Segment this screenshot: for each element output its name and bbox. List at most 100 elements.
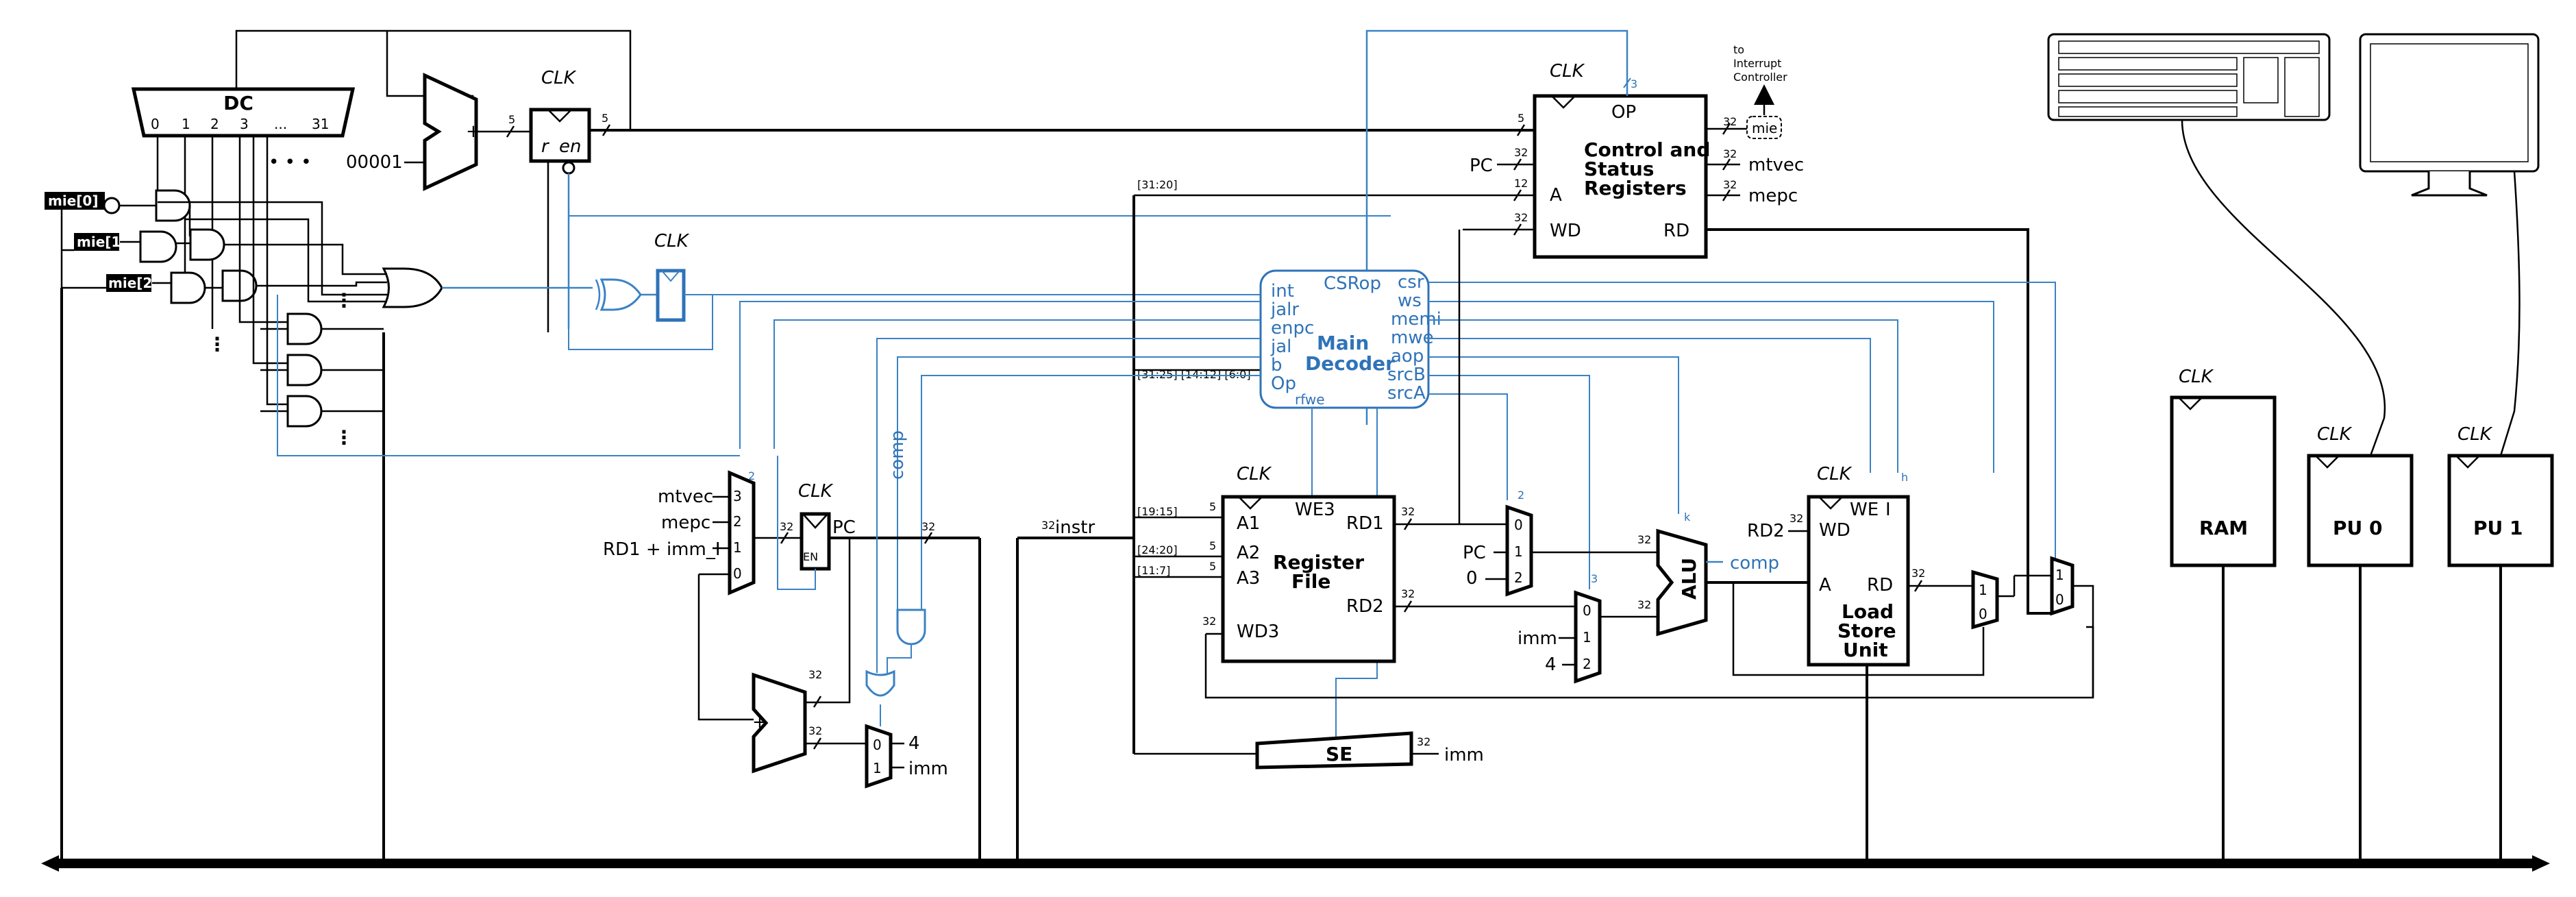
- lsu-w-rd: 32: [1911, 567, 1925, 580]
- pc-reg-clk: CLK: [798, 481, 834, 502]
- lsu-w-rd2: 32: [1789, 512, 1803, 525]
- decoder-control-wires: [277, 282, 2056, 740]
- csr-note-3: Controller: [1733, 71, 1787, 84]
- lsu-wd: WD: [1819, 520, 1850, 541]
- int-xor: CLK: [442, 215, 1391, 350]
- regfile-w-rd1: 32: [1401, 505, 1415, 518]
- csr-out-mie: mie: [1752, 120, 1777, 136]
- mie-label-0: mie[0]: [48, 193, 98, 209]
- csr-clk: CLK: [1550, 61, 1585, 82]
- pc-mux-sel-0: 0: [733, 565, 742, 582]
- lsu-i: I: [1885, 500, 1891, 520]
- md-in-int: int: [1271, 281, 1294, 302]
- regfile-rd1: RD1: [1346, 513, 1384, 534]
- csr-title-3: Registers: [1584, 177, 1687, 199]
- dots-3: ⋮: [334, 426, 354, 449]
- instr-width: 32: [1041, 519, 1055, 532]
- regfile-w2: 5: [1209, 539, 1216, 552]
- pc-mux-sel-2: 2: [733, 513, 742, 530]
- regfile-wd3: WD3: [1237, 622, 1279, 642]
- csr-title-1: Control and: [1584, 138, 1710, 161]
- main-decoder-bottom: rfwe: [1295, 391, 1325, 408]
- regfile-w-rd2: 32: [1401, 587, 1415, 600]
- alu-label: ALU: [1678, 558, 1700, 600]
- regfile-clk: CLK: [1237, 464, 1272, 484]
- pc-mux-in-mtvec: mtvec: [658, 487, 713, 507]
- regfile-w3: 5: [1209, 560, 1216, 573]
- pc-mux-sel-3: 3: [733, 488, 742, 504]
- pu1-label: PU 1: [2473, 517, 2523, 539]
- csr-w-a: 12: [1514, 177, 1528, 190]
- pc-register: CLK EN PC 32 32: [697, 456, 980, 721]
- lsu-ctl: h: [1901, 471, 1908, 484]
- md-in-op: Op: [1271, 373, 1296, 394]
- inc-four: 4: [908, 733, 920, 754]
- srca-sel-1: 1: [1514, 543, 1523, 560]
- load-store-unit: CLK WE I WD A RD Load Store Unit RD2 32 …: [1747, 464, 1973, 667]
- register-file: CLK WE3 A1 A2 A3 WD3 RD1 RD2 Register Fi…: [1202, 230, 2094, 699]
- slice-rs1: [19:15]: [1137, 505, 1178, 518]
- csr-out-mtvec: mtvec: [1748, 155, 1804, 175]
- md-out-csr: csr: [1398, 272, 1424, 293]
- csr-note-1: to: [1733, 43, 1744, 56]
- srcb-ctl: 3: [1591, 572, 1598, 585]
- regfile-title-1: Register: [1273, 551, 1364, 574]
- dc-more: • • •: [269, 152, 312, 173]
- slice-rs2: [24:20]: [1137, 543, 1178, 556]
- pu0-clk: CLK: [2317, 424, 2353, 445]
- pc-mux-in-mepc: mepc: [661, 513, 710, 533]
- srca-ctl: 2: [1518, 489, 1524, 502]
- slice-rd: [11:7]: [1137, 564, 1170, 577]
- sign-extend: SE 32 imm: [1255, 731, 1484, 770]
- inc-mux-0: 0: [873, 737, 882, 753]
- lsu-clk: CLK: [1817, 464, 1853, 484]
- srca-sel-0: 0: [1514, 517, 1523, 533]
- mie-wires: [60, 136, 387, 413]
- last-mux-sel-1: 1: [2055, 567, 2064, 583]
- xor-clk: CLK: [654, 231, 690, 251]
- system-bus: [41, 855, 2550, 872]
- pc-adder-w-in: 32: [808, 668, 822, 681]
- last-mux: 1 0: [2013, 556, 2094, 698]
- md-out-srcb: srcB: [1387, 365, 1426, 385]
- counter-w2: 5: [602, 112, 608, 125]
- md-in-jalr: jalr: [1270, 299, 1299, 320]
- md-in-enpc: enpc: [1271, 318, 1314, 339]
- lsu-a: A: [1819, 575, 1831, 595]
- srca-zero: 0: [1466, 568, 1478, 589]
- keyboard-icon: [2047, 33, 2331, 121]
- csr-op-w: 3: [1631, 77, 1637, 90]
- se-label: SE: [1326, 743, 1352, 765]
- interrupt-decoder: DC 0 1 2 3 ... 31 • • •: [131, 87, 356, 173]
- lsu-title-3: Unit: [1843, 639, 1888, 661]
- main-decoder-top: CSRop: [1324, 273, 1381, 294]
- pc-reg-label: PC: [832, 517, 856, 538]
- wb-mux-sel-0: 0: [1979, 606, 1987, 622]
- dc-out-dots: ...: [274, 116, 287, 132]
- mie-label-1: mie[1]: [77, 234, 127, 250]
- pc-adder-w-out: 32: [808, 724, 822, 737]
- csr-block: CLK OP Control and Status Registers A WD…: [1134, 29, 2052, 615]
- regfile-w1: 5: [1209, 500, 1216, 513]
- counter-constant: 00001: [346, 152, 403, 173]
- md-out-aop: aop: [1391, 346, 1424, 367]
- pc-reg-w-in: 32: [780, 520, 793, 533]
- se-width: 32: [1417, 735, 1431, 748]
- srcb-imm: imm: [1518, 628, 1557, 649]
- csr-out-w3: 32: [1723, 178, 1737, 191]
- slice-decoder: [31:25] [14:12] [6:0]: [1137, 368, 1251, 381]
- csr-rd: RD: [1663, 221, 1689, 241]
- wb-mux-sel-1: 1: [1979, 582, 1987, 598]
- comp-label: comp: [887, 430, 908, 480]
- counter-plus: +: [466, 121, 481, 142]
- srcb-mux: 0 1 2 imm 4 3: [1518, 572, 1658, 684]
- lsu-we: WE: [1850, 500, 1879, 520]
- srca-pc: PC: [1463, 543, 1486, 563]
- csr-op: OP: [1611, 102, 1636, 123]
- csr-out-w1: 32: [1723, 115, 1737, 128]
- regfile-rd2: RD2: [1346, 596, 1384, 617]
- srcb-four: 4: [1545, 654, 1557, 675]
- pc-mux-in-rd1: RD1 + imm_I: [603, 539, 721, 560]
- last-mux-sel-0: 0: [2055, 591, 2064, 608]
- pu0-block: CLK PU 0: [2307, 424, 2414, 567]
